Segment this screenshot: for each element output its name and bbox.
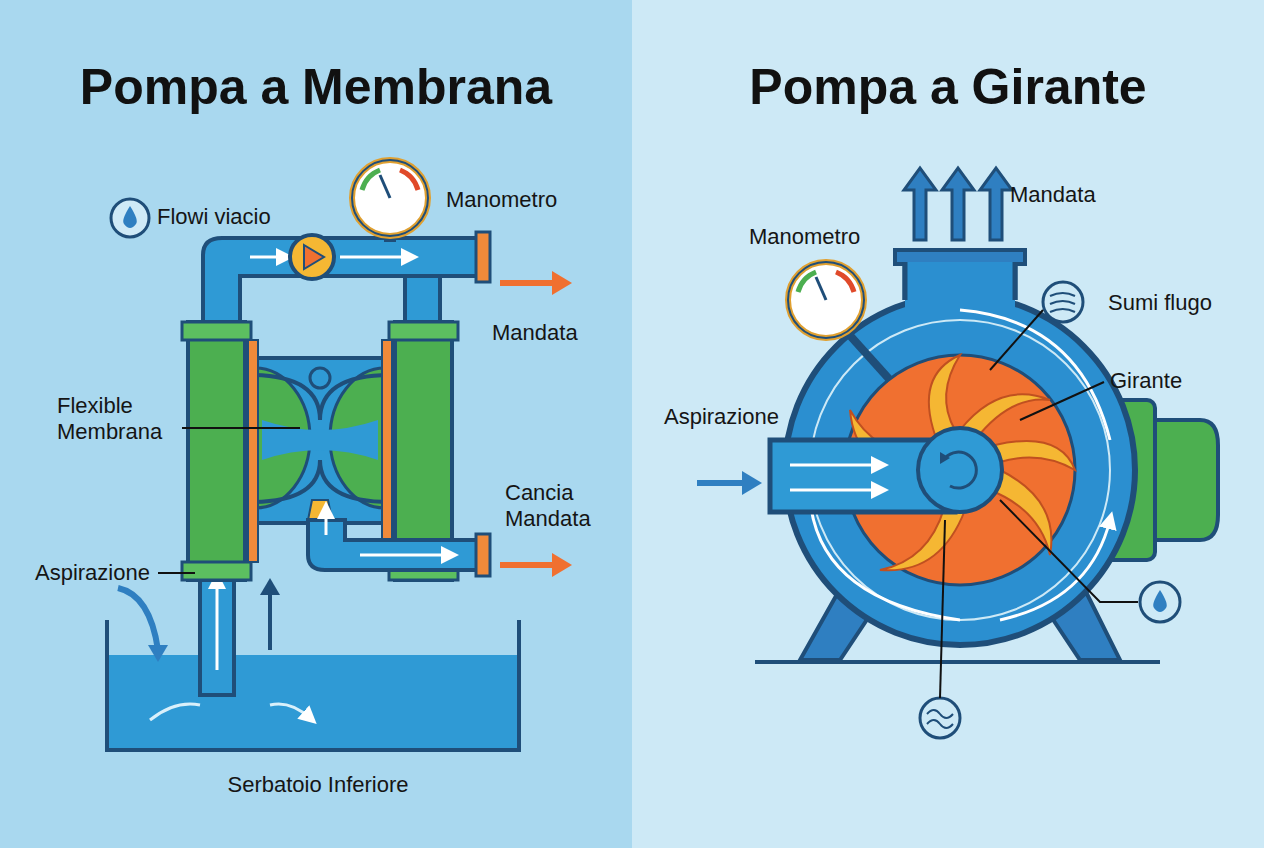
part-label: Flowi viacio (157, 204, 271, 230)
part-label: Cancia Mandata (505, 480, 615, 533)
part-label: Girante (1110, 368, 1182, 394)
part-label: Mandata (1010, 182, 1096, 208)
part-label: Aspirazione (35, 560, 150, 586)
part-label: Mandata (492, 320, 578, 346)
part-label: Serbatoio Inferiore (228, 772, 409, 798)
part-label: Sumi flugo (1108, 290, 1212, 316)
part-label: Manometro (749, 224, 860, 250)
panel-title: Pompa a Membrana (0, 58, 632, 116)
part-label: Aspirazione (664, 404, 779, 430)
part-label: Manometro (446, 187, 557, 213)
panel-title: Pompa a Girante (632, 58, 1264, 116)
part-label: Flexible Membrana (57, 393, 177, 446)
